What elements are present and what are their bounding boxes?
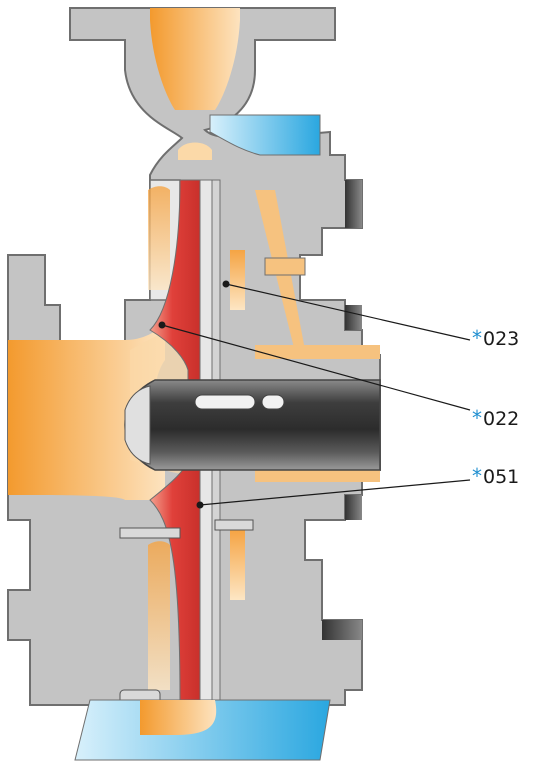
- part-number: 023: [483, 328, 520, 350]
- callout-051: *051: [472, 464, 519, 488]
- asterisk: *: [472, 326, 482, 350]
- asterisk: *: [472, 464, 482, 488]
- part-number: 051: [483, 466, 520, 488]
- callout-023: *023: [472, 326, 519, 350]
- back-cover: [230, 190, 380, 600]
- volute-channel: [148, 142, 212, 690]
- discharge-nozzle: [150, 8, 240, 110]
- callout-022: *022: [472, 406, 519, 430]
- asterisk: *: [472, 406, 482, 430]
- part-number: 022: [483, 408, 520, 430]
- bearing-recesses: [322, 180, 362, 640]
- callout-leaders: [158, 280, 471, 509]
- shaft: [124, 379, 381, 471]
- blue-accents: [74, 114, 331, 761]
